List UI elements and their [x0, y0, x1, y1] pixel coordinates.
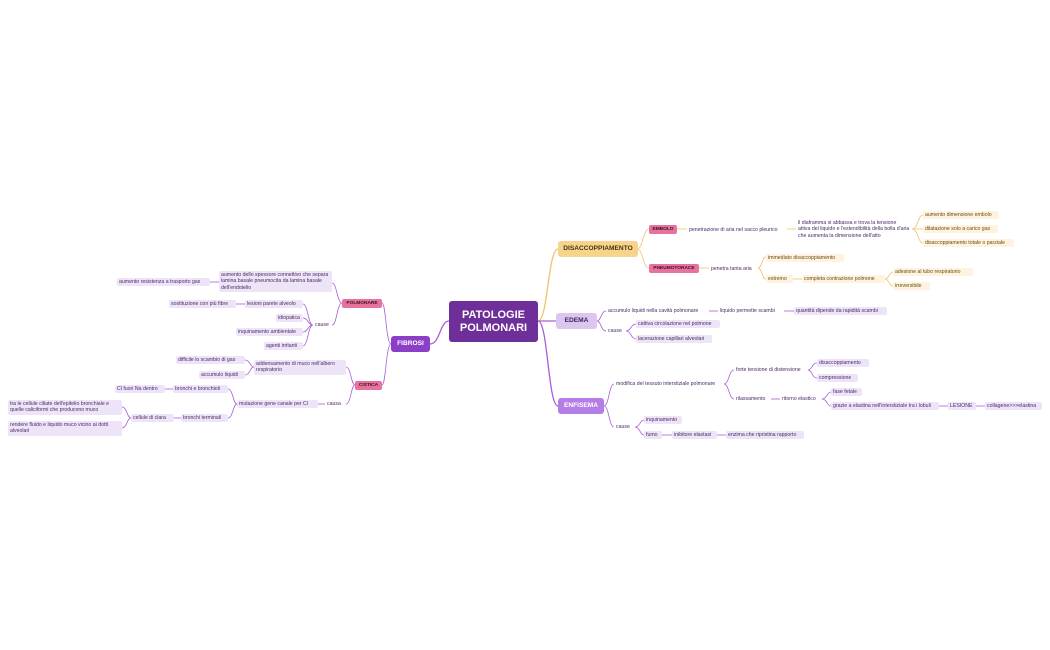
node-sostituzione-fibre[interactable]: sostituzione con più fibre: [169, 300, 236, 309]
node-rilassamento[interactable]: rilassamento: [736, 396, 766, 402]
node-inquinamento-ambientale[interactable]: inquinamento ambientale: [236, 328, 303, 337]
node-lacerazione-capillari[interactable]: lacerazione capillari alveolari: [636, 335, 712, 344]
topic-enfisema[interactable]: ENFISEMA: [558, 398, 604, 414]
root-title-line2: POLMONARI: [459, 321, 528, 334]
node-accumulo-liquidi[interactable]: accumulo liquidi nella cavità polmonare: [608, 308, 699, 314]
node-aumento-resistenza[interactable]: aumento resistenza a trasporto gas: [117, 278, 210, 287]
node-cellule-ciliate[interactable]: tra le cellule ciliate dell'epitelio bro…: [8, 400, 122, 415]
topic-embolo[interactable]: EMBOLO: [649, 225, 677, 234]
node-enzima-ripristina[interactable]: enzima che ripristina rapporto: [726, 431, 804, 440]
topic-polmonare[interactable]: POLMONARE: [342, 299, 382, 308]
node-lesione[interactable]: LESIONE: [948, 402, 976, 411]
node-penetra-tanta-aria[interactable]: penetra tanta aria: [711, 266, 752, 272]
node-fumo[interactable]: fumo: [644, 431, 662, 440]
node-adesione-tubo[interactable]: adesione al tubo respiratorio: [893, 268, 973, 277]
node-dilatazione[interactable]: dilatazione solo a carico gas: [923, 225, 998, 234]
node-ritorno-elastico[interactable]: ritorno elastico: [782, 396, 816, 402]
node-enfisema-cause[interactable]: cause: [616, 424, 630, 430]
node-inquinamento[interactable]: inquinamento: [644, 416, 682, 425]
node-modifica-tessuto[interactable]: modifica del tessuto interstiziale polmo…: [616, 381, 716, 387]
node-aumento-spessore[interactable]: aumento dello spessore connettivo che se…: [219, 271, 332, 293]
node-diaframma[interactable]: il diaframma si abbassa e trova la tensi…: [798, 220, 910, 239]
topic-edema[interactable]: EDEMA: [556, 313, 597, 329]
node-disaccoppiamento-totale[interactable]: disaccoppiamento totale o parziale: [923, 239, 1014, 248]
node-bronchi-bronchioli[interactable]: bronchi e bronchioli: [173, 385, 228, 394]
node-cattiva-circolazione[interactable]: cattiva circolazione nel polmone: [636, 320, 720, 329]
node-cellule-clara[interactable]: cellule di clara: [131, 414, 174, 423]
node-grazie-elastina[interactable]: grazie a elastina nell'interstiziale tra…: [831, 402, 939, 411]
node-polmonare-cause[interactable]: cause: [315, 322, 329, 328]
node-agenti-irritanti[interactable]: agenti irritanti: [264, 342, 303, 351]
node-quantita-rapidita[interactable]: quantità dipende da rapidità scambi: [794, 307, 887, 316]
node-disaccoppiamento[interactable]: disaccoppiamento: [817, 359, 869, 368]
node-completa-contrazione[interactable]: completa contrazione polmone: [802, 275, 885, 284]
node-accumulo-liquidi-cistica[interactable]: accumulo liquidi: [199, 371, 245, 380]
topic-disaccoppiamento[interactable]: DISACCOPPIAMENTO: [558, 241, 638, 257]
node-difficile-scambio[interactable]: difficile lo scambio di gas: [176, 356, 245, 365]
node-penetrazione-aria[interactable]: penetrazione di aria nel sacco pleurico: [689, 227, 778, 233]
node-rendere-fluido[interactable]: rendere fluido e liquido muco vicino ai …: [8, 421, 122, 436]
topic-cistica[interactable]: CISTICA: [355, 381, 382, 390]
node-addensamento-muco[interactable]: addensamento di muco nell'albero respira…: [254, 360, 346, 375]
node-estremo[interactable]: estremo: [766, 275, 793, 284]
node-forte-tensione[interactable]: forte tensione di distensione: [736, 367, 801, 373]
node-liquido-scambi[interactable]: liquido permette scambi: [720, 308, 775, 314]
node-cl-fuori-na-dentro[interactable]: Cl fuori Na dentro: [115, 385, 165, 394]
node-compressione[interactable]: compressione: [817, 374, 858, 383]
node-edema-cause[interactable]: cause: [608, 328, 622, 334]
node-fase-fetale[interactable]: fase fetale: [831, 388, 862, 397]
node-irreversibile[interactable]: irreversibile: [893, 282, 930, 291]
topic-fibrosi[interactable]: FIBROSI: [391, 336, 430, 352]
node-inibitore-elastasi[interactable]: inibitore elastasi: [672, 431, 717, 440]
node-cistica-causa[interactable]: causa: [327, 401, 341, 407]
node-mutazione-gene[interactable]: mutazione gene canale per Cl: [237, 400, 318, 409]
topic-pneumotorace[interactable]: PNEUMOTORACE: [649, 264, 699, 273]
node-immediato-disaccoppiamento[interactable]: immediato disaccoppiamento: [766, 254, 844, 263]
node-collagene-elastina[interactable]: collagene>>>elastina: [985, 402, 1042, 411]
node-bronchi-terminali[interactable]: bronchi terminali: [181, 414, 228, 423]
root-title-line1: PATOLOGIE: [462, 308, 525, 321]
node-idiopatica[interactable]: idiopatica: [276, 314, 303, 323]
node-lesioni-parete[interactable]: lesioni parete alveolo: [245, 300, 303, 309]
node-aumento-dimensione[interactable]: aumento dimensione embolo: [923, 211, 999, 220]
